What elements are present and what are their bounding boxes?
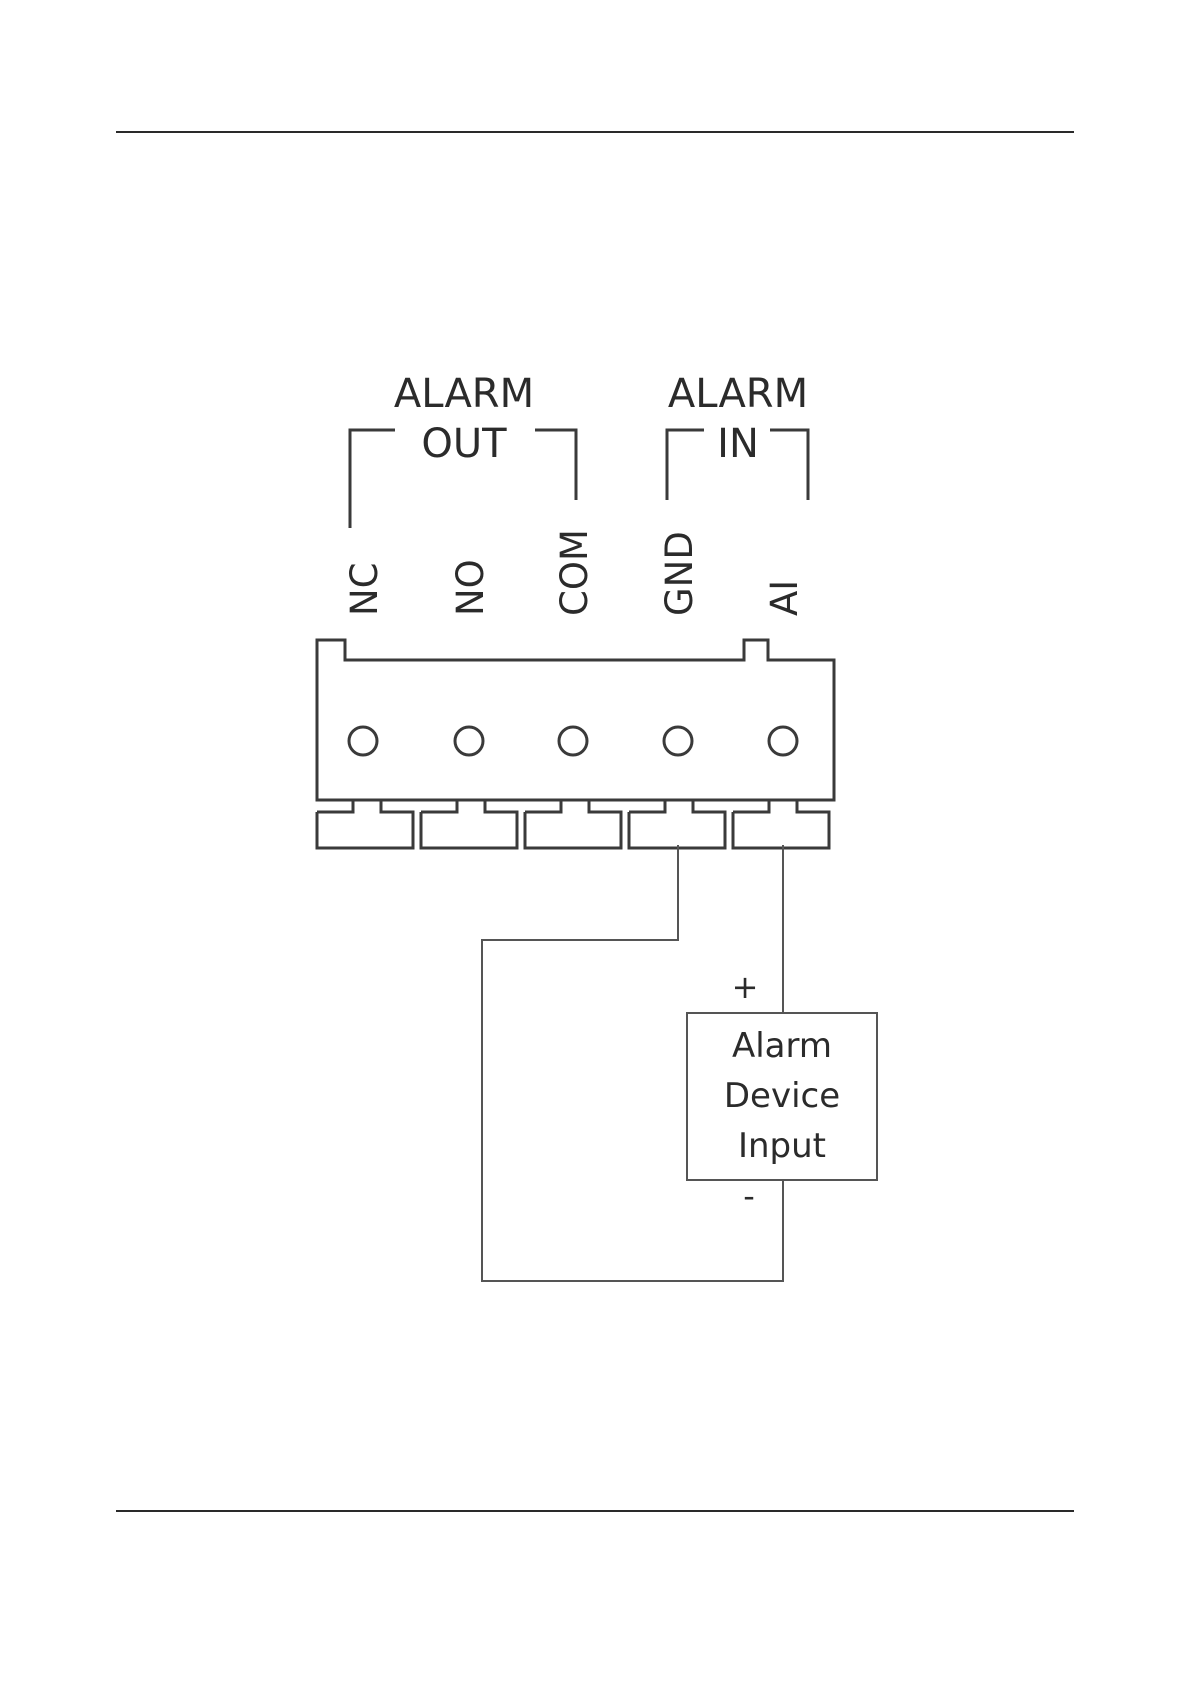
alarm-in-label-line1: ALARM (668, 371, 808, 417)
terminal-label-ai: AI (763, 580, 806, 616)
terminal-label-no: NO (449, 559, 492, 616)
terminal-screw-gnd (664, 727, 692, 755)
terminal-screws (349, 727, 797, 755)
terminal-screw-com (559, 727, 587, 755)
terminal-screw-ai (769, 727, 797, 755)
terminal-slot-nc (317, 800, 413, 848)
terminal-screw-nc (349, 727, 377, 755)
terminal-slot-no (421, 800, 517, 848)
positive-mark: + (732, 968, 759, 1006)
terminal-slot-ai (733, 800, 829, 848)
terminal-block-housing (317, 640, 834, 800)
terminal-screw-no (455, 727, 483, 755)
terminal-label-com: COM (553, 529, 596, 616)
terminal-slots (317, 800, 829, 848)
terminal-label-nc: NC (343, 562, 386, 616)
alarm-in-label-line2: IN (717, 421, 759, 467)
alarm-out-label-line2: OUT (421, 421, 507, 467)
terminal-labels: NC NO COM GND AI (343, 529, 806, 616)
footer-rule (116, 1510, 1074, 1512)
terminal-label-gnd: GND (658, 531, 701, 616)
alarm-device-label-line3: Input (738, 1126, 826, 1166)
alarm-device-label-line1: Alarm (732, 1026, 832, 1066)
negative-mark: - (743, 1177, 755, 1215)
terminal-slot-com (525, 800, 621, 848)
alarm-out-label-line1: ALARM (394, 371, 534, 417)
alarm-device-label-line2: Device (724, 1076, 840, 1116)
terminal-slot-gnd (629, 800, 725, 848)
